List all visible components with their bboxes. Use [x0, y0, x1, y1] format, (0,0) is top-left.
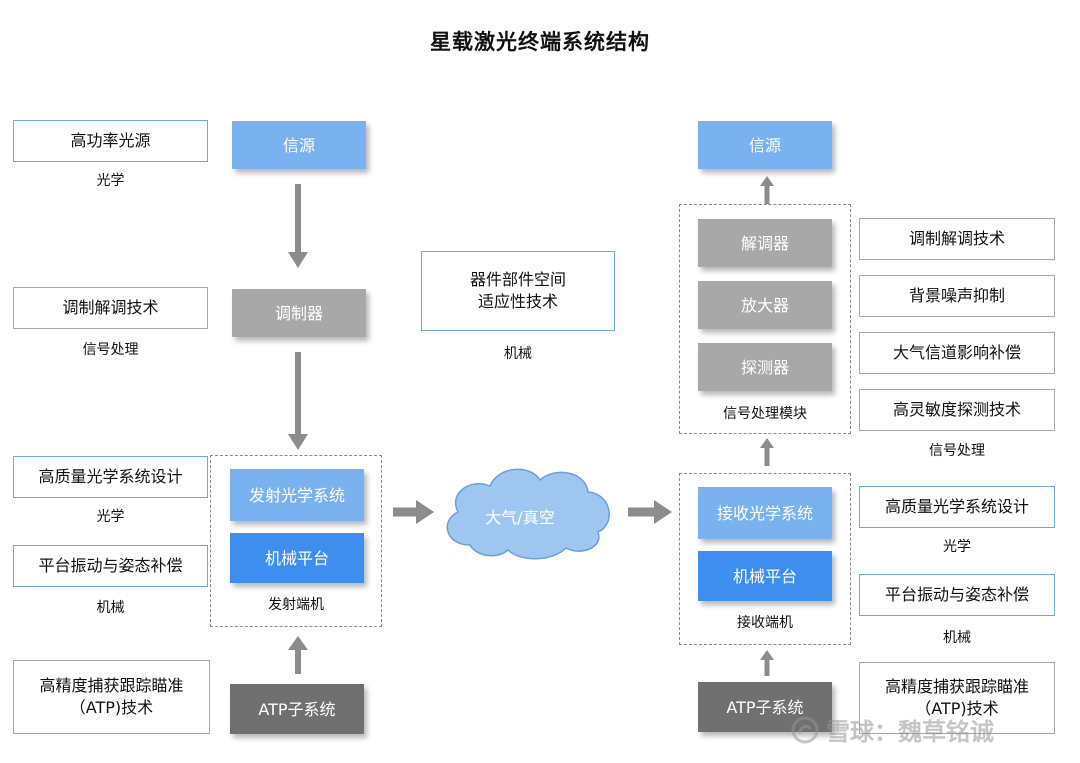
right-item-sensitive-detection: 高灵敏度探测技术 — [859, 389, 1055, 431]
right-item-channel-compensation: 大气信道影响补偿 — [859, 332, 1055, 374]
left-item-vibration-compensation: 平台振动与姿态补偿 — [13, 545, 208, 587]
tx-terminal-group — [210, 455, 382, 627]
tx-optics-block: 发射光学系统 — [230, 469, 364, 521]
diagram-title: 星载激光终端系统结构 — [430, 30, 650, 54]
arrow-atp-to-receiver — [760, 650, 774, 676]
right-item-vibration-compensation: 平台振动与姿态补偿 — [859, 574, 1055, 616]
left-caption-optics-1: 光学 — [96, 173, 125, 189]
rx-source-block: 信源 — [698, 121, 832, 169]
rx-demodulator-block: 解调器 — [698, 219, 832, 267]
arrow-cloud-to-receiver — [628, 500, 672, 524]
right-item-optics-design: 高质量光学系统设计 — [859, 486, 1055, 528]
rx-optics-block: 接收光学系统 — [698, 487, 832, 539]
watermark-text: 雪球：魏草铭诚 — [826, 718, 994, 746]
atmosphere-cloud — [446, 468, 610, 560]
rx-detector-block: 探测器 — [698, 343, 832, 391]
arrow-modulator-to-optics — [288, 352, 308, 450]
rx-terminal-label: 接收端机 — [737, 615, 793, 631]
rx-module-label: 信号处理模块 — [723, 406, 807, 422]
left-item-atp-tech: 高精度捕获跟踪瞄准 （ATP)技术 — [13, 660, 210, 734]
right-caption-optics: 光学 — [943, 539, 971, 555]
rx-platform-block: 机械平台 — [698, 551, 832, 601]
right-item-noise-suppression: 背景噪声抑制 — [859, 275, 1055, 317]
tx-platform-block: 机械平台 — [230, 533, 364, 583]
arrow-atp-to-transmitter — [288, 636, 308, 674]
watermark: 雪球：魏草铭诚 — [790, 712, 994, 747]
left-item-optics-design: 高质量光学系统设计 — [13, 456, 208, 498]
right-item-modulation-tech: 调制解调技术 — [859, 218, 1055, 260]
tx-source-block: 信源 — [232, 121, 366, 169]
tx-atp-block: ATP子系统 — [230, 684, 364, 734]
arrow-module-to-source — [760, 176, 774, 204]
cloud-label: 大气/真空 — [485, 508, 555, 527]
snowball-logo-icon — [791, 716, 819, 743]
center-caption-mechanical: 机械 — [504, 346, 532, 362]
arrow-receiver-to-module — [760, 438, 774, 466]
left-caption-mechanical: 机械 — [96, 600, 125, 616]
right-item-atp-tech: 高精度捕获跟踪瞄准 （ATP)技术 — [859, 662, 1055, 734]
arrow-source-to-modulator — [288, 184, 308, 268]
right-caption-mechanical: 机械 — [943, 630, 971, 646]
tx-modulator-block: 调制器 — [232, 289, 366, 337]
rx-amplifier-block: 放大器 — [698, 281, 832, 329]
rx-signal-module-group — [679, 204, 851, 434]
left-caption-signal: 信号处理 — [82, 342, 139, 358]
arrow-transmitter-to-cloud — [393, 500, 434, 524]
tx-terminal-label: 发射端机 — [268, 597, 324, 613]
left-item-modulation-tech: 调制解调技术 — [13, 287, 208, 329]
left-item-high-power-source: 高功率光源 — [13, 120, 208, 162]
right-caption-signal: 信号处理 — [929, 443, 985, 459]
rx-atp-block: ATP子系统 — [698, 682, 832, 732]
left-caption-optics-2: 光学 — [96, 509, 125, 525]
rx-terminal-group — [679, 473, 851, 645]
center-space-adaptability-tech: 器件部件空间 适应性技术 — [421, 251, 615, 331]
